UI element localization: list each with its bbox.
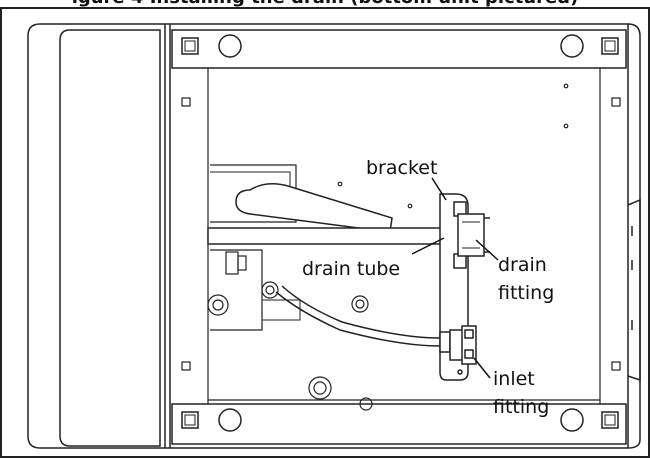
drain-fitting-label-line2: fitting [498, 282, 555, 304]
side-tab [627, 198, 641, 382]
bottom-rail [171, 403, 627, 445]
inlet-fitting-label-line1: inlet [493, 368, 535, 390]
cabinet-outline [27, 23, 641, 449]
inlet-fitting-label-line2: fitting [493, 396, 550, 418]
inlet-fitting [439, 325, 477, 375]
figure-title: igure 4 Installing the drain (bottom uni… [0, 0, 650, 8]
top-rail [171, 29, 627, 69]
inlet-hose [275, 285, 441, 347]
curved-arm [235, 183, 393, 233]
leader-lines [411, 177, 499, 379]
bracket-label: bracket [366, 157, 438, 179]
diagram-frame [0, 7, 650, 458]
drain-fitting [457, 213, 490, 257]
drain-tube [207, 227, 459, 245]
drain-tube-label: drain tube [302, 258, 401, 280]
lower-details [308, 295, 373, 411]
drain-fitting-label-line1: drain [498, 254, 547, 276]
